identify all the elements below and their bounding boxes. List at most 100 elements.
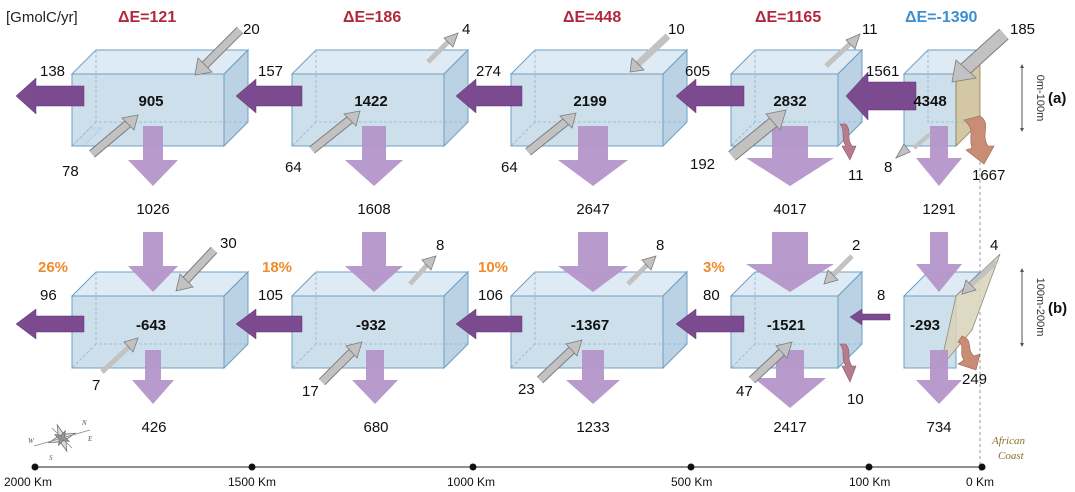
down-arrow-a-1 — [128, 126, 178, 186]
extra-flux-a-5: 1667 — [972, 167, 1005, 184]
west-flux-a-5: 1561 — [866, 63, 899, 80]
box-b-4 — [729, 270, 864, 370]
down-arrow-a-3 — [558, 126, 628, 186]
west-arrow-a-2 — [235, 78, 303, 114]
west-arrow-b-4 — [675, 308, 745, 340]
axis-dot-1500 — [248, 463, 256, 471]
axis-tick-2000: 2000 Km — [4, 475, 52, 489]
compass-s: S — [49, 454, 53, 462]
depth-b: 100m-200m — [1034, 278, 1046, 337]
bottom-flux-2: 680 — [363, 419, 388, 436]
north-arrow-b-5 — [961, 260, 998, 295]
west-flux-b-4: 80 — [703, 287, 720, 304]
south-arrow-b-3 — [536, 339, 583, 384]
depth-a: 0m-100m — [1034, 75, 1046, 121]
axis-dot-500 — [687, 463, 695, 471]
west-arrow-a-5 — [845, 71, 917, 121]
bottom-flux-3: 1233 — [576, 419, 609, 436]
north-arrow-b-3 — [626, 255, 657, 286]
coast-label-1: African — [991, 435, 1025, 447]
extra-arrow-a-5 — [963, 115, 995, 165]
box-value-b-5: -293 — [910, 317, 940, 334]
west-flux-a-4: 605 — [685, 63, 710, 80]
compass-e: E — [87, 435, 93, 443]
box-b-1 — [70, 270, 250, 370]
box-value-a-4: 2832 — [773, 93, 806, 110]
axis-tick-0: 0 Km — [966, 475, 994, 489]
north-flux-b-5: 4 — [990, 237, 998, 254]
north-arrow-a-5 — [951, 28, 1009, 83]
down-arrow-a-2 — [345, 126, 403, 186]
north-arrow-b-1 — [175, 246, 218, 292]
delta-e-1: ΔE=121 — [118, 9, 176, 26]
west-arrow-b-3 — [455, 308, 523, 340]
south-arrow-a-3 — [525, 112, 577, 156]
axis-dot-1000 — [469, 463, 477, 471]
axis-dot-100 — [865, 463, 873, 471]
north-flux-b-2: 8 — [436, 237, 444, 254]
extra-flux-b-4: 10 — [847, 391, 864, 408]
down-arrow-b-3 — [566, 350, 620, 404]
north-flux-a-4: 11 — [862, 21, 878, 38]
down-arrow-b-5 — [916, 350, 962, 404]
extra-arrow-b-4 — [839, 343, 857, 383]
percent-2: 18% — [262, 259, 292, 276]
north-arrow-a-3 — [629, 33, 671, 73]
vertical-flux-1: 1026 — [136, 201, 169, 218]
coast-label-2: Coast — [998, 450, 1025, 462]
west-arrow-a-4 — [675, 78, 745, 114]
down-arrow-ab-3 — [558, 232, 628, 292]
delta-e-5: ΔE=-1390 — [905, 9, 978, 26]
extra-arrow-b-5 — [957, 335, 981, 371]
box-value-b-4: -1521 — [767, 317, 805, 334]
north-flux-b-4: 2 — [852, 237, 860, 254]
percent-3: 10% — [478, 259, 508, 276]
axis-tick-1500: 1500 Km — [228, 475, 276, 489]
axis-dot-0 — [978, 463, 986, 471]
west-flux-b-5: 8 — [877, 287, 885, 304]
extra-arrow-a-4 — [839, 123, 857, 161]
layer-a-label: (a) — [1048, 90, 1066, 107]
south-arrow-a-4 — [728, 109, 787, 161]
down-arrow-a-4 — [746, 126, 834, 186]
percent-4: 3% — [703, 259, 725, 276]
compass-n: N — [81, 419, 87, 427]
layer-b-label: (b) — [1048, 300, 1067, 317]
south-arrow-a-2 — [309, 110, 361, 154]
west-arrow-a-3 — [455, 78, 523, 114]
south-arrow-a-1 — [89, 114, 139, 158]
down-arrow-ab-4 — [746, 232, 834, 292]
depth-indicator-b: 100m-200m (b) — [1020, 268, 1067, 347]
delta-e-4: ΔE=1165 — [755, 9, 821, 26]
compass-w: W — [28, 437, 35, 445]
north-flux-b-3: 8 — [656, 237, 664, 254]
extra-flux-b-5: 249 — [962, 371, 987, 388]
south-flux-a-1: 78 — [62, 163, 79, 180]
south-arrow-b-4 — [748, 341, 793, 384]
delta-e-3: ΔE=448 — [563, 9, 621, 26]
west-arrow-b-2 — [235, 308, 303, 340]
bottom-flux-5: 734 — [926, 419, 951, 436]
down-arrow-b-2 — [352, 350, 398, 404]
north-arrow-a-4 — [824, 33, 861, 68]
down-arrow-b-4 — [754, 350, 826, 408]
south-flux-a-5: 8 — [884, 159, 892, 176]
south-flux-b-1: 7 — [92, 377, 100, 394]
north-arrow-a-2 — [426, 32, 459, 64]
north-arrow-b-2 — [408, 255, 437, 286]
north-flux-a-1: 20 — [243, 21, 260, 38]
box-b-2 — [290, 270, 470, 370]
axis-tick-500: 500 Km — [671, 475, 712, 489]
box-value-a-5: 4348 — [913, 93, 946, 110]
south-flux-b-4: 47 — [736, 383, 753, 400]
south-flux-a-3: 64 — [501, 159, 518, 176]
axis-tick-1000: 1000 Km — [447, 475, 495, 489]
down-arrow-ab-5 — [916, 232, 962, 292]
box-value-a-3: 2199 — [573, 93, 606, 110]
bottom-flux-1: 426 — [141, 419, 166, 436]
percent-1: 26% — [38, 259, 68, 276]
bottom-flux-4: 2417 — [773, 419, 806, 436]
south-arrow-b-1 — [100, 337, 139, 374]
north-flux-a-3: 10 — [668, 21, 685, 38]
